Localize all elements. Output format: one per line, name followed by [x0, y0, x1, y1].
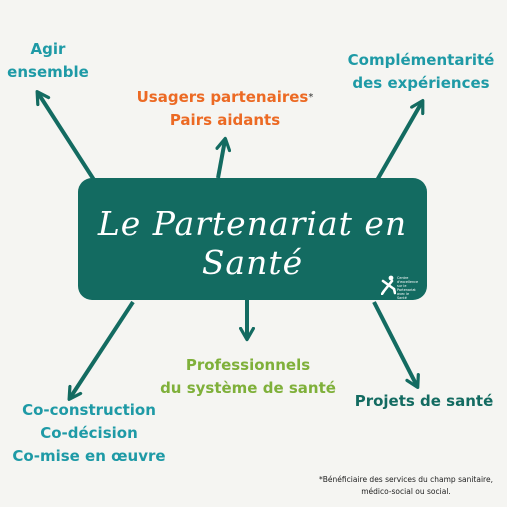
- usagers-line-1: Usagers partenaires: [136, 88, 309, 106]
- arrow-complementarite: [374, 99, 425, 183]
- center-box: Le Partenariat en Santé Centre d'excelle…: [78, 178, 427, 300]
- logo-text-line-2: d'excellence sur le: [397, 280, 419, 288]
- node-usagers: Usagers partenaires* Pairs aidants: [130, 86, 320, 132]
- usagers-footnote-mark: *: [308, 92, 314, 103]
- complementarite-line-1: Complémentarité: [347, 51, 495, 69]
- coconstruction-line-1: Co-construction: [22, 401, 156, 419]
- arrow-usagers: [215, 136, 232, 179]
- node-complementarite: Complémentarité des expériences: [345, 49, 497, 95]
- node-professionnels: Professionnels du système de santé: [150, 354, 346, 400]
- center-title: Le Partenariat en Santé: [97, 204, 408, 282]
- complementarite-line-2: des expériences: [352, 74, 490, 92]
- node-coconstruction: Co-construction Co-décision Co-mise en œ…: [5, 399, 173, 468]
- arrow-projets: [372, 301, 420, 390]
- arrow-coconstruction: [67, 300, 135, 401]
- professionnels-line-1: Professionnels: [185, 356, 311, 374]
- usagers-line-2: Pairs aidants: [169, 111, 281, 129]
- logo-text-line-3: Partenariat avec le: [397, 288, 416, 296]
- agir-line-2: ensemble: [7, 63, 89, 81]
- coconstruction-line-2: Co-décision: [40, 424, 138, 442]
- node-agir: Agir ensemble: [3, 38, 93, 84]
- logo: Centre d'excellence sur le Partenariat a…: [381, 275, 421, 300]
- footnote: *Bénéficiaire des services du champ sani…: [319, 475, 493, 496]
- logo-text: Centre d'excellence sur le Partenariat a…: [397, 276, 421, 300]
- professionnels-line-2: du système de santé: [160, 379, 336, 397]
- logo-icon: [381, 275, 396, 295]
- coconstruction-line-3: Co-mise en œuvre: [12, 447, 166, 465]
- node-projets: Projets de santé: [352, 390, 496, 413]
- logo-text-line-4: Santé: [397, 296, 407, 300]
- projets-line-1: Projets de santé: [354, 392, 494, 410]
- logo-text-line-1: Centre: [397, 276, 409, 280]
- arrow-agir: [35, 90, 98, 185]
- agir-line-1: Agir: [30, 40, 66, 58]
